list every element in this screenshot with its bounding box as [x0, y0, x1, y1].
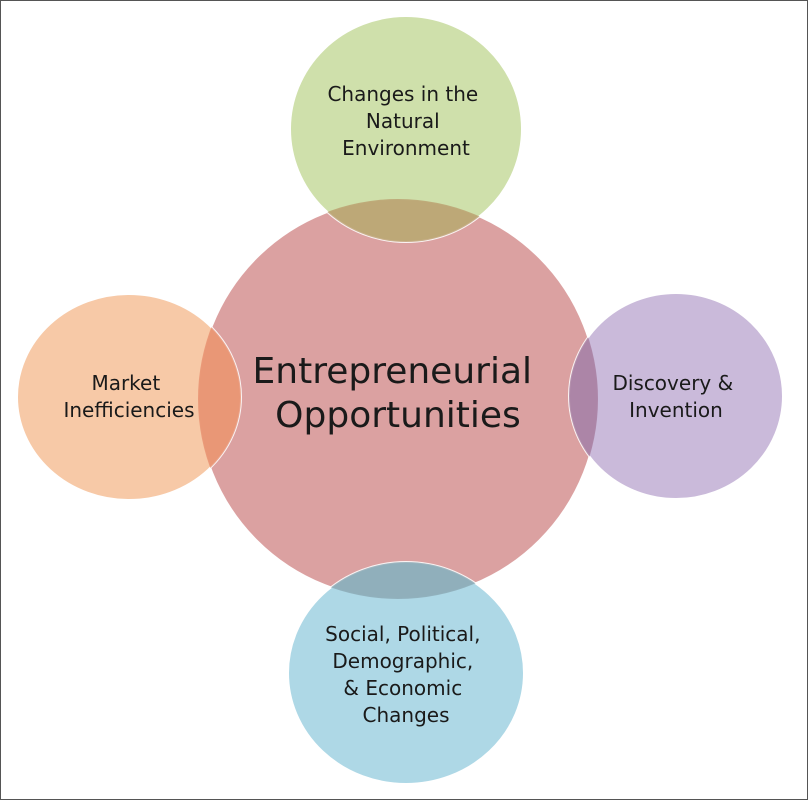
market-inefficiencies-label-line-1: Market — [91, 371, 160, 395]
natural-environment-label-line-1: Changes in the — [327, 82, 478, 106]
market-inefficiencies-label: Market Inefficiencies — [63, 371, 194, 422]
center-label-line-2: Opportunities — [275, 395, 521, 436]
market-inefficiencies-label-line-2: Inefficiencies — [63, 398, 194, 422]
discovery-invention-label-line-2: Invention — [629, 398, 723, 422]
social-political-changes-label-line-1: Social, Political, — [325, 622, 480, 646]
natural-environment-label-line-3: Environment — [342, 136, 470, 160]
discovery-invention-circle — [568, 292, 784, 500]
natural-environment-label-line-2: Natural — [366, 109, 440, 133]
center-label: Entrepreneurial Opportunities — [253, 351, 544, 436]
discovery-invention-label: Discovery & Invention — [612, 371, 739, 422]
natural-environment-label: Changes in the Natural Environment — [327, 82, 484, 160]
center-label-line-1: Entrepreneurial — [253, 351, 533, 392]
social-political-changes-label-line-2: Demographic, — [332, 649, 473, 673]
social-political-changes-label-line-4: Changes — [363, 703, 450, 727]
social-political-changes-label-line-3: & Economic — [343, 676, 462, 700]
social-political-changes-label: Social, Political, Demographic, & Econom… — [325, 622, 487, 727]
discovery-invention-label-line-1: Discovery & — [612, 371, 733, 395]
